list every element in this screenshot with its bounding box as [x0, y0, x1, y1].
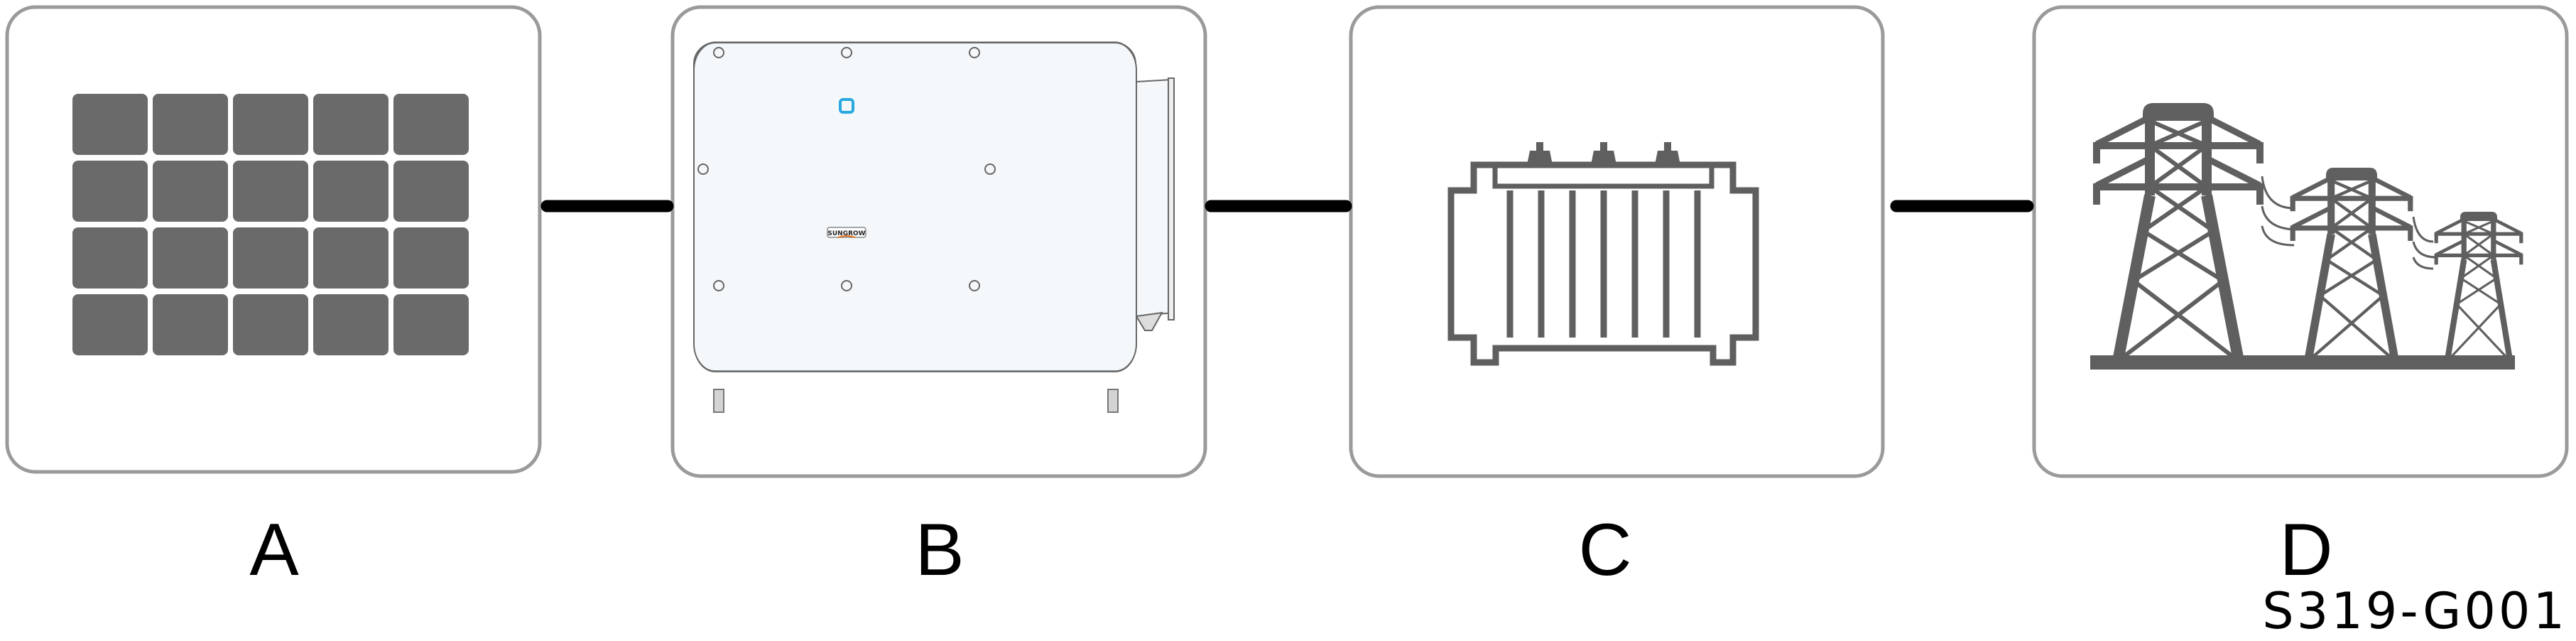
transmission-tower-icon — [2093, 103, 2263, 363]
solar-cell — [72, 294, 148, 355]
solar-cell — [153, 227, 228, 289]
power-grid-icon — [2090, 103, 2523, 370]
solar-cell — [72, 227, 148, 289]
power-line — [2261, 225, 2295, 247]
ground-line — [2090, 355, 2515, 370]
power-line — [2261, 205, 2298, 231]
power-line — [2261, 176, 2295, 210]
solar-cell — [153, 294, 228, 355]
inverter-icon: SUNGROW — [693, 41, 1175, 413]
solar-cell — [313, 294, 388, 355]
solar-cell — [233, 227, 308, 289]
solar-cell — [233, 94, 308, 155]
power-line — [2412, 241, 2437, 259]
power-line — [2412, 257, 2434, 270]
figure-code: S319-G001 — [2262, 582, 2567, 640]
panel-frame-c — [1349, 5, 1885, 478]
solar-cell — [313, 227, 388, 289]
status-led-icon — [839, 98, 854, 114]
label-b: B — [915, 509, 964, 591]
solar-cell — [153, 161, 228, 222]
brand-logo — [827, 227, 866, 238]
solar-cell — [393, 94, 469, 155]
solar-cell — [393, 161, 469, 222]
transformer-icon — [1447, 142, 1759, 366]
transmission-tower-icon — [2434, 212, 2523, 362]
solar-cell — [72, 94, 148, 155]
solar-cell — [153, 94, 228, 155]
solar-cell — [313, 94, 388, 155]
label-d: D — [2279, 509, 2333, 591]
solar-panel-icon — [72, 94, 469, 355]
solar-cell — [313, 161, 388, 222]
label-c: C — [1578, 509, 1632, 591]
power-line — [2412, 216, 2434, 243]
panel-frame-d — [2032, 5, 2569, 478]
transmission-tower-icon — [2290, 168, 2413, 362]
brand-logo-text: SUNGROW — [827, 230, 865, 237]
solar-cell — [233, 161, 308, 222]
label-a: A — [249, 509, 299, 591]
solar-cell — [72, 161, 148, 222]
solar-cell — [233, 294, 308, 355]
solar-cell — [393, 227, 469, 289]
solar-cell — [393, 294, 469, 355]
